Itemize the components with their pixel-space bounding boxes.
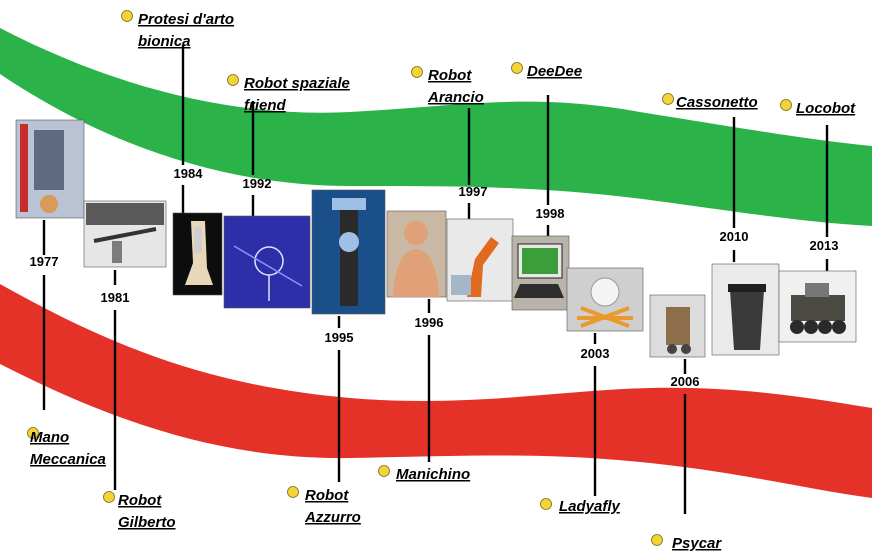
manichino-photo [386, 210, 447, 298]
ladyafly-photo [566, 267, 644, 332]
event-year: 1981 [101, 290, 130, 305]
timeline-event-2013: 2013 Locobot [778, 99, 857, 343]
bullet-dot-icon [27, 427, 39, 439]
bullet-dot-icon [662, 93, 674, 105]
event-label: Gilberto [118, 514, 176, 531]
event-label: Psycar [672, 535, 722, 552]
event-label: Robot [428, 67, 472, 84]
bullet-dot-icon [511, 62, 523, 74]
event-label: friend [244, 97, 287, 114]
event-label: bionica [138, 33, 191, 50]
event-year: 2003 [581, 346, 610, 361]
event-label: Robot spaziale [244, 75, 350, 92]
event-label: Protesi d'arto [138, 11, 234, 28]
bullet-dot-icon [780, 99, 792, 111]
timeline-event-1998: 1998 DeeDee [511, 62, 582, 311]
robot-gilberto-photo [83, 200, 167, 268]
event-label: Mano [30, 429, 69, 446]
robot-azzurro-photo [311, 189, 386, 315]
deedee-photo [511, 235, 570, 311]
bullet-dot-icon [227, 74, 239, 86]
event-year: 2006 [671, 374, 700, 389]
bullet-dot-icon [378, 465, 390, 477]
event-label: Azzurro [304, 509, 361, 526]
timeline-event-1984: 1984 Protesi d'arto bionica [121, 10, 234, 296]
protesi-arto-photo [172, 212, 223, 296]
event-label: Robot [305, 487, 349, 504]
event-label: Robot [118, 492, 162, 509]
event-year: 1997 [459, 184, 488, 199]
event-year: 1977 [30, 254, 59, 269]
timeline-event-1992: 1992 Robot spaziale friend [223, 74, 350, 309]
bullet-dot-icon [540, 498, 552, 510]
event-label: Cassonetto [676, 94, 758, 111]
event-year: 2013 [810, 238, 839, 253]
event-year: 2010 [720, 229, 749, 244]
event-year: 1992 [243, 176, 272, 191]
event-year: 1984 [174, 166, 204, 181]
event-label: Arancio [427, 89, 484, 106]
bullet-dot-icon [287, 486, 299, 498]
event-year: 1995 [325, 330, 354, 345]
red-band [0, 284, 872, 498]
event-label: Meccanica [30, 451, 106, 468]
event-year: 1996 [415, 315, 444, 330]
event-label: Ladyafly [559, 498, 621, 515]
robot-arancio-photo [446, 218, 514, 302]
bullet-dot-icon [103, 491, 115, 503]
bullet-dot-icon [121, 10, 133, 22]
mano-meccanica-photo [15, 119, 85, 219]
bullet-dot-icon [651, 534, 663, 546]
robot-spaziale-photo [223, 215, 311, 309]
event-year: 1998 [536, 206, 565, 221]
event-label: Locobot [796, 100, 856, 117]
event-label: DeeDee [527, 63, 582, 80]
psycar-photo [649, 294, 706, 358]
bullet-dot-icon [411, 66, 423, 78]
green-band [0, 28, 872, 226]
locobot-photo [778, 270, 857, 343]
cassonetto-photo [711, 263, 780, 356]
event-label: Manichino [396, 466, 470, 483]
